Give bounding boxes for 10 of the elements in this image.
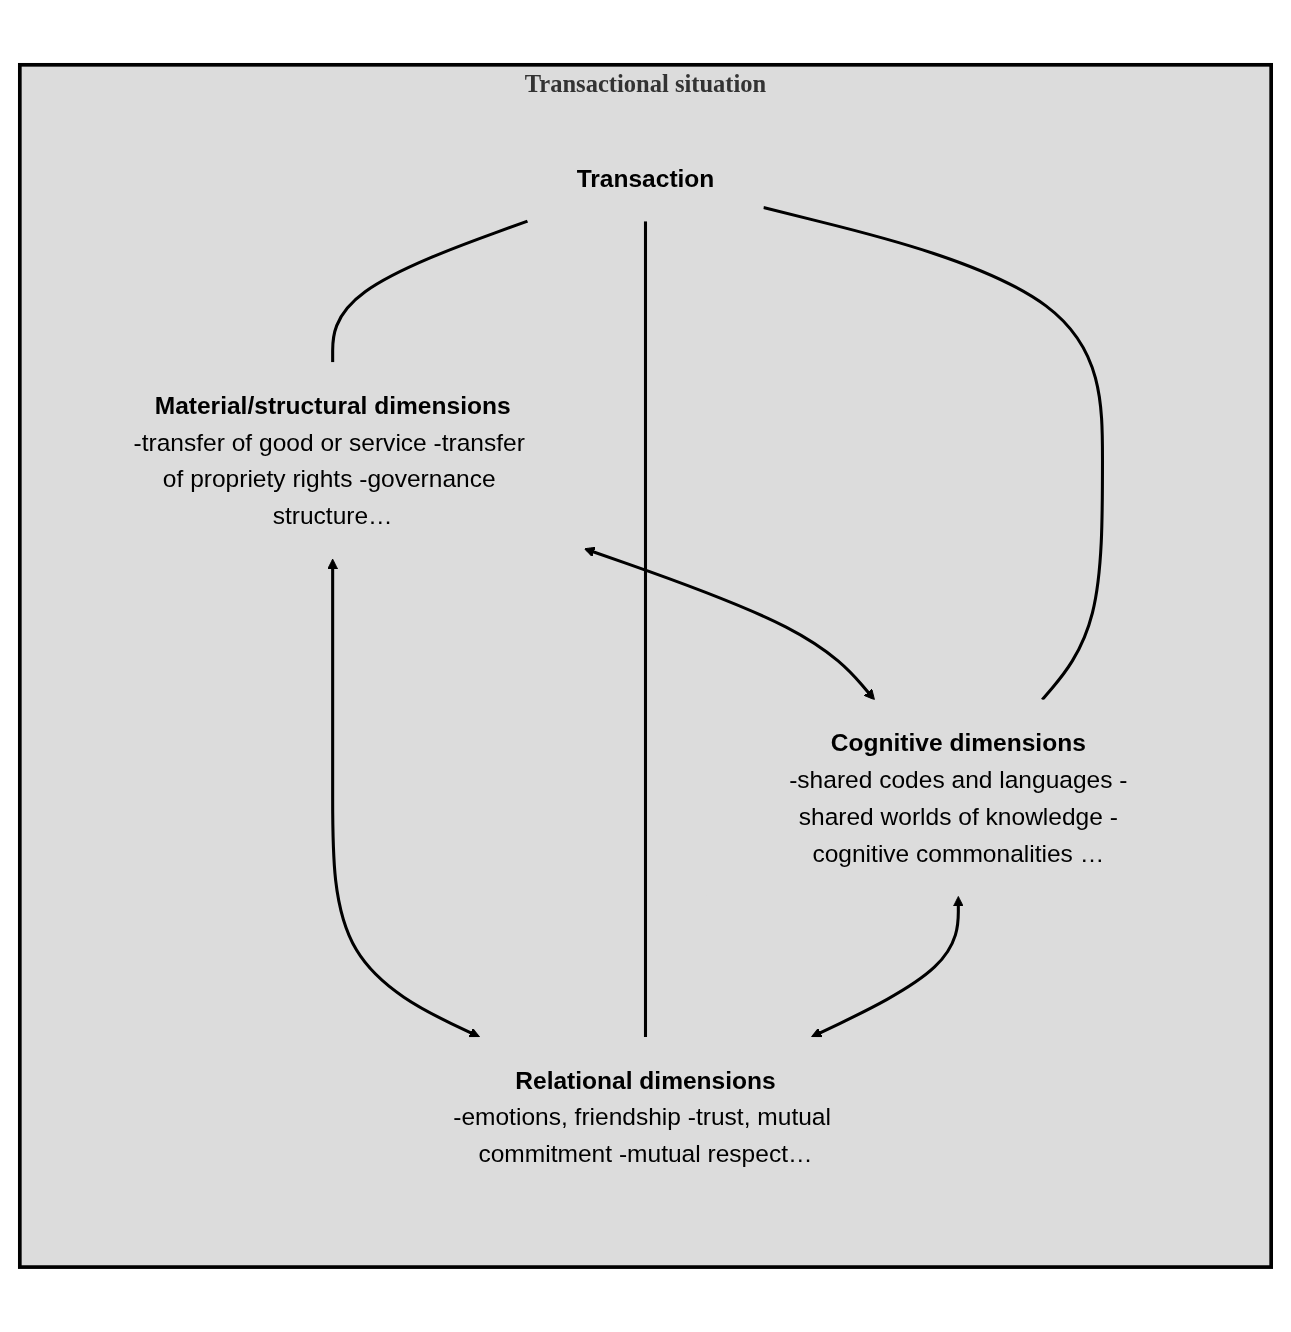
node-text: Cognitive dimensions -shared codes and languages -shared worlds of knowledge -cognitive commonalities … bbox=[789, 729, 1128, 867]
node-text: Transaction bbox=[576, 164, 715, 192]
node-text: Relational dimensions -emotions, friendship -trust, mutual commitment -mutual respect… bbox=[453, 1066, 831, 1168]
connector bbox=[331, 219, 529, 363]
arrow bbox=[327, 558, 480, 1038]
arrow bbox=[811, 896, 964, 1038]
connector bbox=[763, 206, 1104, 701]
arrow bbox=[584, 546, 875, 701]
connector bbox=[643, 221, 648, 1038]
node-text: Material/structural dimensions -transfer of good or service -transfer of propriety rights -governance structure… bbox=[133, 391, 525, 530]
